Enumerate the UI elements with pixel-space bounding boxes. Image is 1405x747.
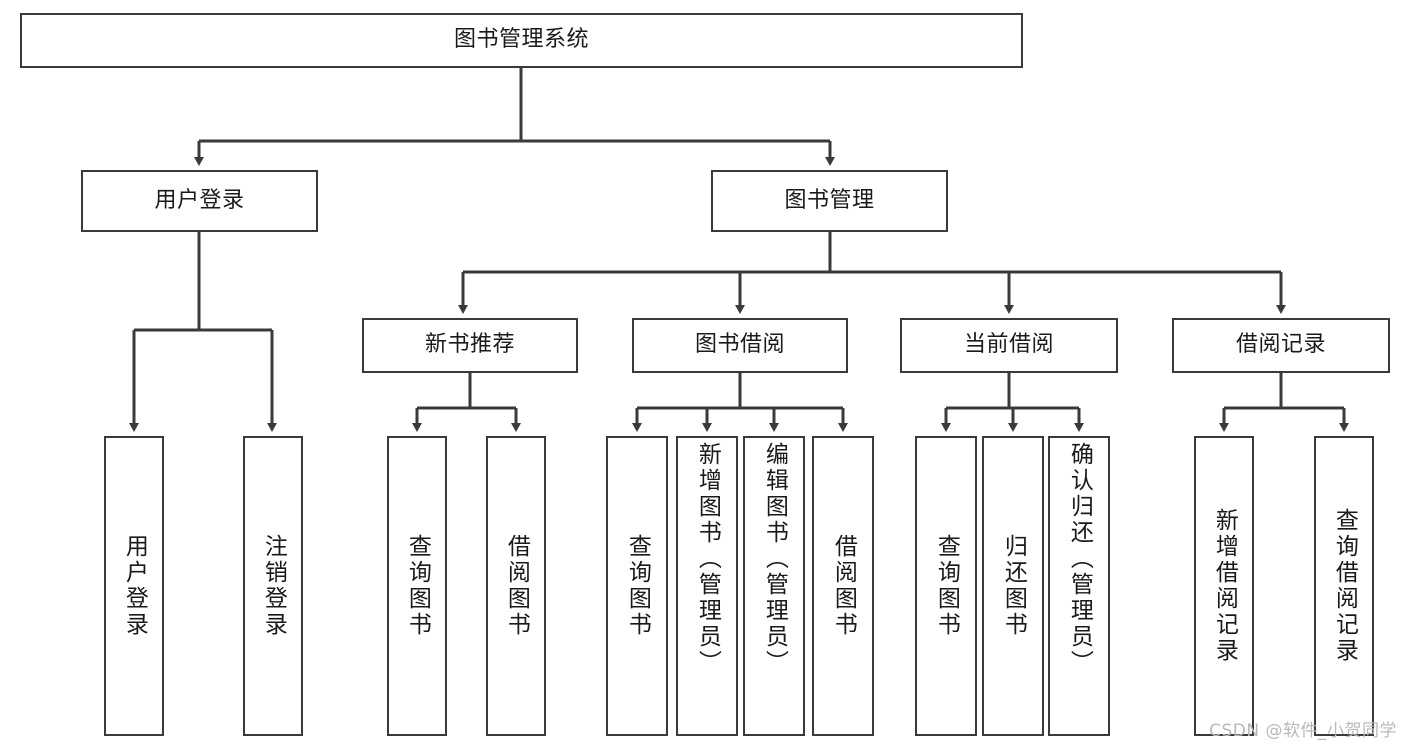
node-borrow-record[interactable]: 借阅记录 (1172, 318, 1390, 373)
node-current-borrow[interactable]: 当前借阅 (900, 318, 1118, 373)
node-user-login[interactable]: 用户登录 (81, 170, 318, 232)
node-leaf-confirm-return-admin[interactable]: 确认归还（管理员） (1048, 436, 1110, 736)
node-book-borrow[interactable]: 图书借阅 (632, 318, 848, 373)
node-leaf-query-borrow-record-label: 查询借阅记录 (1331, 508, 1358, 664)
node-book-borrow-label: 图书借阅 (694, 332, 785, 358)
node-leaf-query-book-rec-label: 查询图书 (404, 534, 431, 638)
node-leaf-edit-book-admin[interactable]: 编辑图书（管理员） (743, 436, 805, 736)
node-root-label: 图书管理系统 (453, 27, 589, 53)
node-leaf-query-book-cur[interactable]: 查询图书 (915, 436, 977, 736)
node-leaf-add-book-admin-label: 新增图书（管理员） (694, 442, 721, 676)
node-leaf-query-book-cur-label: 查询图书 (933, 534, 960, 638)
watermark-text: CSDN @软件_小贺同学 (1209, 721, 1397, 741)
node-leaf-return-book[interactable]: 归还图书 (982, 436, 1044, 736)
node-book-manage-label: 图书管理 (784, 187, 875, 213)
node-root[interactable]: 图书管理系统 (20, 13, 1023, 68)
node-leaf-query-book-rec[interactable]: 查询图书 (387, 436, 447, 736)
node-leaf-borrow-book-label: 借阅图书 (830, 534, 857, 638)
node-leaf-confirm-return-admin-label: 确认归还（管理员） (1066, 442, 1093, 676)
node-borrow-record-label: 借阅记录 (1235, 332, 1326, 358)
node-book-manage[interactable]: 图书管理 (711, 170, 948, 232)
node-leaf-edit-book-admin-label: 编辑图书（管理员） (761, 442, 788, 676)
node-leaf-user-login[interactable]: 用户登录 (104, 436, 164, 736)
node-leaf-query-book-borrow[interactable]: 查询图书 (606, 436, 668, 736)
node-leaf-add-borrow-record[interactable]: 新增借阅记录 (1194, 436, 1254, 736)
node-leaf-query-book-borrow-label: 查询图书 (624, 534, 651, 638)
node-leaf-return-book-label: 归还图书 (1000, 534, 1027, 638)
node-leaf-query-borrow-record[interactable]: 查询借阅记录 (1314, 436, 1374, 736)
node-new-book-rec-label: 新书推荐 (424, 332, 515, 358)
node-leaf-borrow-book[interactable]: 借阅图书 (812, 436, 874, 736)
node-leaf-user-logout[interactable]: 注销登录 (243, 436, 303, 736)
node-user-login-label: 用户登录 (154, 187, 245, 213)
node-leaf-borrow-book-rec[interactable]: 借阅图书 (486, 436, 546, 736)
node-leaf-add-book-admin[interactable]: 新增图书（管理员） (676, 436, 738, 736)
node-leaf-user-logout-label: 注销登录 (260, 534, 287, 638)
node-leaf-add-borrow-record-label: 新增借阅记录 (1211, 508, 1238, 664)
node-leaf-borrow-book-rec-label: 借阅图书 (503, 534, 530, 638)
node-leaf-user-login-label: 用户登录 (121, 534, 148, 638)
node-new-book-rec[interactable]: 新书推荐 (362, 318, 578, 373)
node-current-borrow-label: 当前借阅 (963, 332, 1054, 358)
